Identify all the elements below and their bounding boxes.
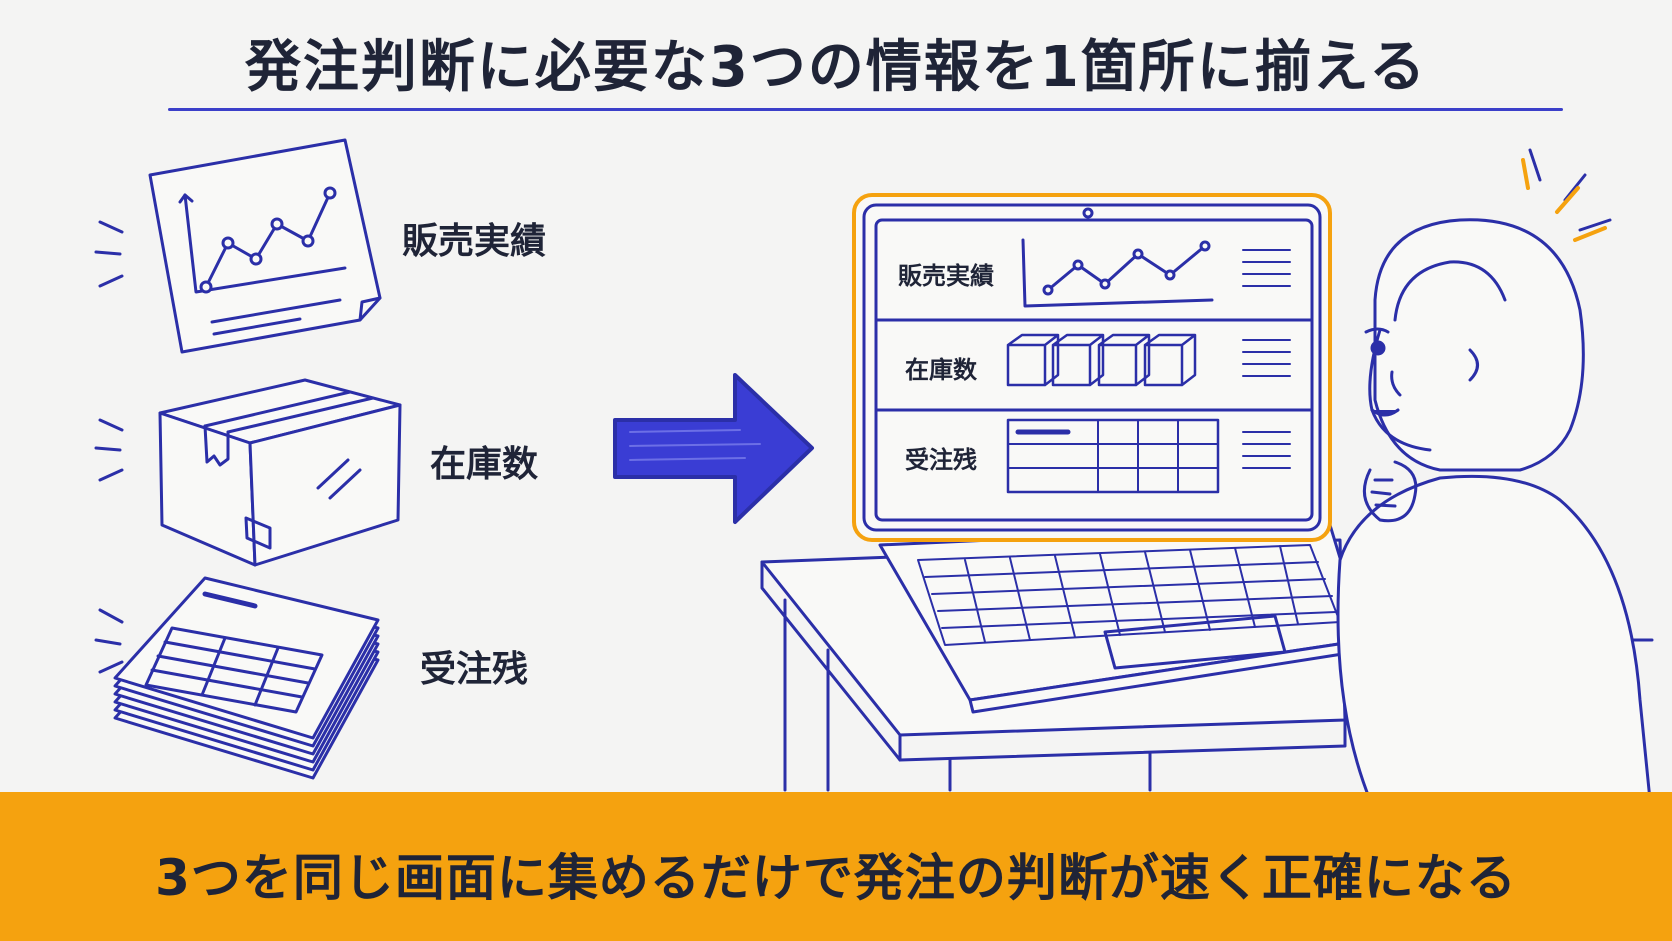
stacked-papers-table-icon: [94, 576, 380, 780]
realization-marks: [1521, 158, 1607, 242]
cardboard-box-icon: [94, 378, 402, 567]
screen-label-inventory: 在庫数: [905, 356, 977, 384]
page-title: 発注判断に必要な3つの情報を1箇所に揃える: [244, 35, 1428, 100]
line-chart-document-icon: [94, 138, 382, 354]
label-backorders: 受注残: [420, 649, 529, 690]
touchpad: [1103, 614, 1287, 670]
label-inventory: 在庫数: [430, 444, 539, 485]
screen-label-sales: 販売実績: [898, 262, 994, 290]
right-arrow-icon: [613, 373, 814, 524]
footer-banner: [0, 792, 1672, 941]
screen-label-backorders: 受注残: [905, 446, 977, 474]
laptop: [852, 193, 1370, 714]
title-underline: [168, 108, 1563, 111]
footer-message: 3つを同じ画面に集めるだけで発注の判断が速く正確になる: [155, 849, 1517, 907]
woman-figure: [1336, 148, 1652, 802]
label-sales: 販売実績: [402, 221, 547, 262]
keyboard: [917, 544, 1341, 646]
